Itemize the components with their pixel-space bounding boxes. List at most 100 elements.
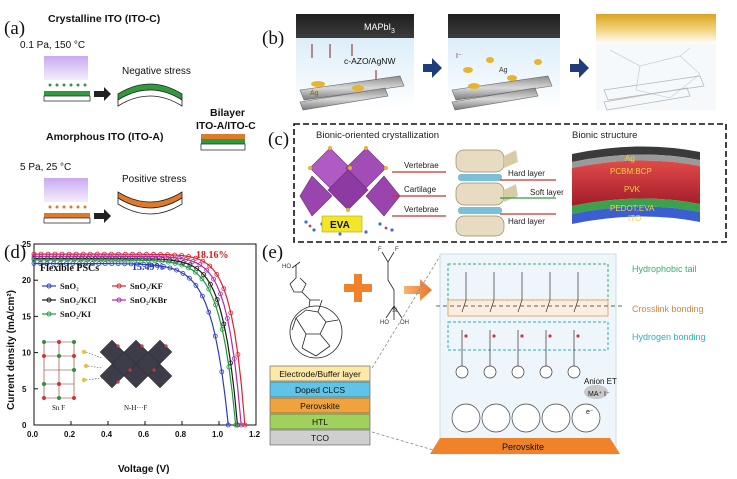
ag-label-2: Ag (499, 67, 508, 74)
jv-point (122, 261, 128, 267)
legend-marker (46, 311, 52, 317)
legend-marker (46, 297, 52, 303)
jv-curve (34, 262, 229, 426)
benzene-rings (455, 365, 581, 379)
device-layer-label: HTL (312, 417, 328, 427)
jv-point (179, 262, 185, 268)
bionic-stack (572, 146, 700, 224)
y-tick-label: 25 (22, 240, 31, 249)
device-layer-label: Doped CLCS (295, 385, 345, 395)
green-particles (48, 83, 87, 87)
panel-d-letter: (d) (4, 242, 26, 263)
bilayer-substrate (200, 143, 246, 151)
jv-point (92, 257, 97, 263)
orange-particles (48, 205, 87, 209)
jv-point (231, 356, 237, 362)
y-tick-label: 20 (22, 276, 31, 285)
annotation-18-16: 18.16% (196, 250, 229, 261)
jv-point (206, 309, 212, 315)
bilayer-stack-label: ITO-A/ITO-C (196, 120, 256, 132)
jv-point (219, 326, 225, 332)
jv-point (89, 261, 95, 267)
cation-spheres (308, 146, 388, 212)
inset-label-sn-f: Sn F (52, 404, 65, 412)
panel-c-letter: (c) (268, 129, 289, 150)
anion-et-label: Anion ET (584, 377, 617, 386)
eva-label: EVA (330, 220, 350, 231)
legend-marker (116, 297, 122, 303)
cartilage-label: Cartilage (404, 185, 437, 194)
c-azo-agnw-label: c-AZO/AgNW (344, 56, 395, 66)
device-layer-label: Perovskite (300, 401, 340, 411)
jv-point (76, 261, 82, 267)
crosslink-box (447, 299, 609, 317)
legend-marker (116, 283, 122, 289)
jv-point (155, 254, 161, 260)
jv-point (152, 258, 158, 264)
stack-layer-pcbm: PCBM:BCP (610, 167, 652, 176)
ag-particle (311, 81, 325, 87)
jv-point (102, 261, 108, 267)
stack-layer-ito: ITO (628, 214, 641, 223)
jv-point (226, 364, 232, 370)
y-tick-label: 15 (22, 312, 31, 321)
device-layer-label: Electrode/Buffer layer (279, 369, 361, 379)
jv-point (167, 265, 173, 271)
jv-point (219, 369, 225, 375)
jv-curve (34, 255, 242, 426)
ma-ion (584, 385, 608, 399)
device-layer (269, 429, 371, 446)
ho-label: HO (282, 264, 291, 270)
jv-point (235, 351, 241, 357)
jv-point (83, 261, 89, 267)
panel-c: (c) Bionic-oriented crystallization Bion… (268, 123, 727, 243)
x-tick-label: 0.6 (138, 430, 150, 439)
nanowire-rod (299, 87, 389, 111)
jv-point (214, 271, 220, 277)
jv-point (197, 262, 203, 268)
fullerene-balls (451, 403, 601, 433)
jv-point (45, 257, 50, 263)
jv-point (132, 257, 138, 263)
silane-molecule (381, 251, 403, 320)
svg-text:HO: HO (380, 320, 389, 326)
device-layer (269, 381, 371, 398)
jv-point (31, 257, 37, 263)
jv-point (119, 257, 124, 263)
jv-point (154, 263, 160, 268)
jv-point (190, 258, 196, 264)
process-arrow-icon (423, 58, 442, 78)
jv-point (148, 254, 154, 260)
jv-point (204, 267, 210, 273)
jv-point (225, 422, 231, 428)
nanowire-outline (603, 75, 705, 101)
device-layer (269, 365, 371, 382)
fullerene-molecule (289, 261, 343, 359)
jv-curve (34, 259, 237, 426)
legend-title: Flexible PSCs (40, 263, 99, 274)
device-layer-label: TCO (311, 433, 329, 443)
jv-point (192, 269, 198, 275)
crystalline-ito-title: Crystalline ITO (ITO-C) (48, 13, 160, 25)
jv-point (228, 310, 234, 316)
molecular-chains (461, 272, 579, 372)
panel-c-frame (293, 123, 727, 243)
jv-point (141, 261, 147, 267)
arrow-icon (94, 87, 111, 101)
bilayer-ito-a (201, 134, 245, 139)
jv-point (176, 255, 182, 261)
x-tick-label: 0.0 (27, 430, 39, 439)
jv-point (201, 272, 207, 278)
x-tick-label: 1.2 (249, 430, 261, 439)
mapbi3-layer (296, 14, 414, 38)
y-tick-label: 10 (22, 349, 31, 358)
bent-substrate-positive (117, 197, 183, 215)
bilayer-ito-c (201, 139, 245, 144)
amorphous-conditions: 5 Pa, 25 °C (20, 162, 71, 173)
jv-point (193, 282, 199, 288)
jv-point (174, 267, 179, 273)
jv-point (96, 261, 102, 267)
amorphous-ito-title: Amorphous ITO (ITO-A) (46, 131, 163, 143)
jv-point (128, 253, 134, 259)
